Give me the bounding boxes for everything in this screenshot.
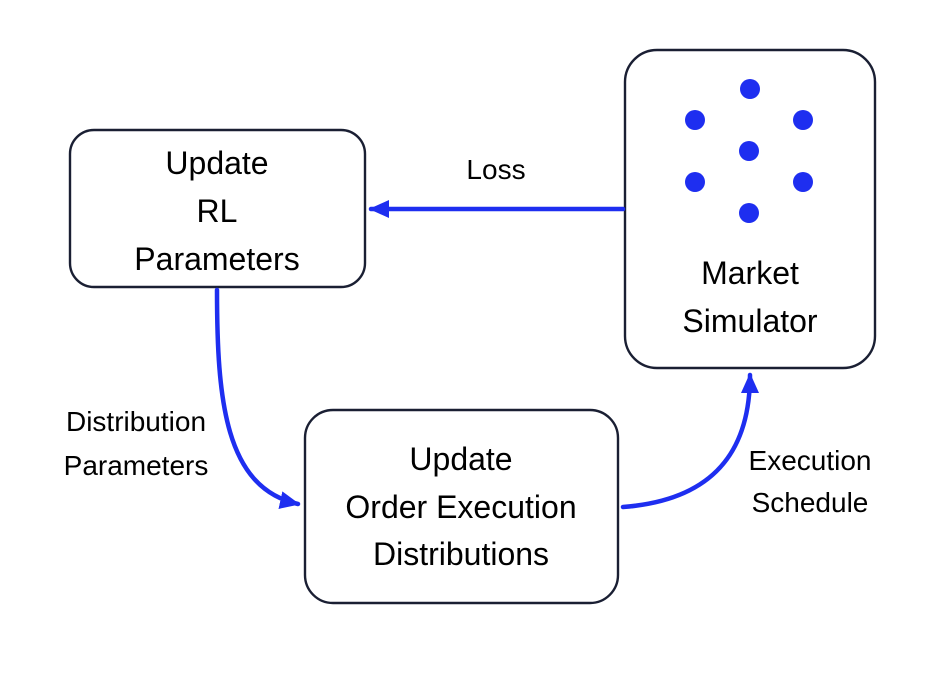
- node-label-line: Update: [409, 441, 512, 477]
- network-dot: [793, 172, 813, 192]
- edge-execution-schedule: Execution Schedule: [620, 372, 872, 518]
- node-label-line: Distributions: [373, 536, 549, 572]
- edge-label-loss: Loss: [466, 154, 525, 185]
- edge-distribution-parameters: Distribution Parameters: [64, 287, 301, 509]
- edge-line-execution: [620, 372, 759, 510]
- network-dot: [740, 79, 760, 99]
- node-label-line: Market: [701, 255, 799, 291]
- edge-loss: Loss: [368, 154, 626, 218]
- edge-label-line: Parameters: [64, 450, 209, 481]
- edge-label-line: Schedule: [752, 487, 869, 518]
- edge-label-line: Execution: [749, 445, 872, 476]
- network-dot: [685, 172, 705, 192]
- network-dot: [739, 141, 759, 161]
- edge-line-distribution: [214, 287, 301, 509]
- node-label-line: RL: [197, 193, 238, 229]
- node-box-rl: [68, 128, 367, 289]
- node-label-line: Update: [165, 145, 268, 181]
- network-dot: [793, 110, 813, 130]
- edge-label-line: Distribution: [66, 406, 206, 437]
- node-update-order-execution-distributions: Update Order Execution Distributions: [303, 408, 620, 605]
- node-label-line: Order Execution: [345, 489, 576, 525]
- node-box-order: [303, 408, 620, 605]
- node-market-simulator: Market Simulator: [623, 48, 877, 370]
- network-dot: [685, 110, 705, 130]
- network-dot: [739, 203, 759, 223]
- network-dots-icon: [685, 79, 813, 223]
- node-update-rl-parameters: Update RL Parameters: [68, 128, 367, 289]
- node-label-line: Simulator: [682, 303, 818, 339]
- node-label-line: Parameters: [134, 241, 299, 277]
